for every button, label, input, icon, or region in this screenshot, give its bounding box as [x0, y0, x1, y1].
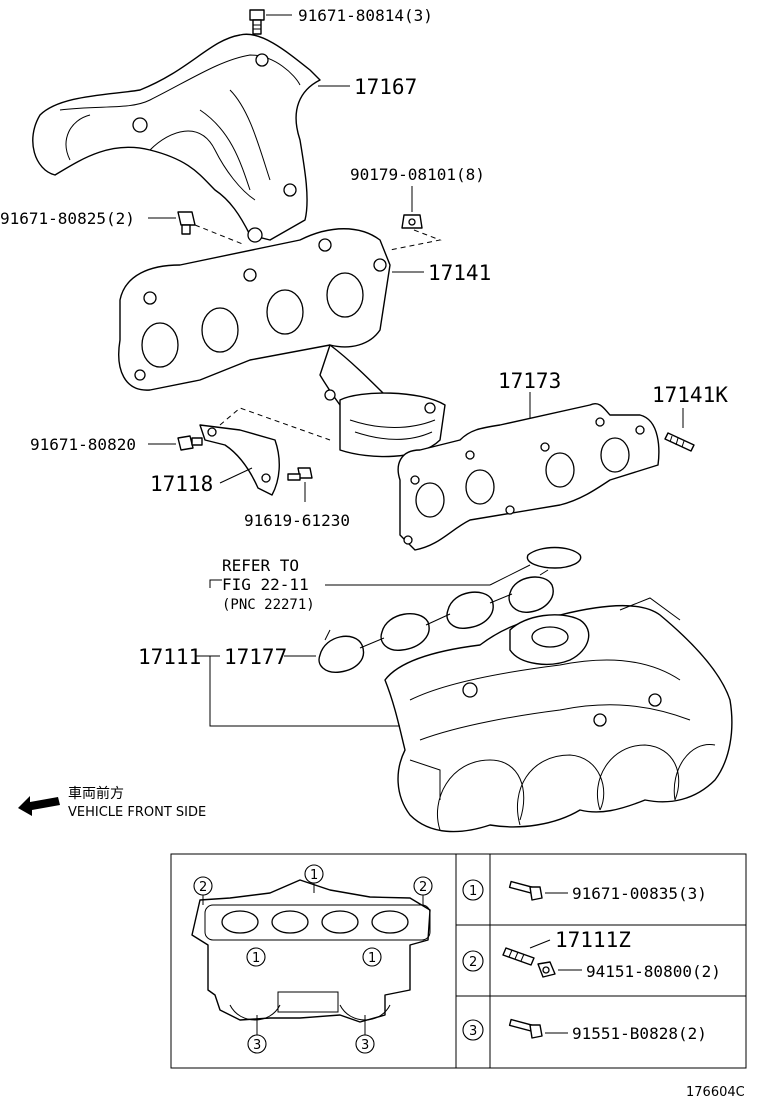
vehicle-front-en: VEHICLE FRONT SIDE	[68, 805, 206, 820]
svg-text:2: 2	[199, 880, 207, 895]
stud-17111z-icon	[502, 947, 535, 966]
svg-text:2: 2	[469, 955, 477, 970]
nut-90179-08101-icon	[401, 214, 423, 229]
legend-location-markers: 2 1 2 1 1 3 3	[193, 864, 433, 1054]
label-17111: 17111	[138, 645, 201, 669]
stud-17141k-icon	[664, 432, 695, 452]
legend-manifold-top-view	[191, 879, 431, 1023]
figure-id: 176604C	[686, 1085, 745, 1100]
label-90179-08101: 90179-08101(8)	[350, 165, 485, 184]
label-91671-00835: 91671-00835(3)	[572, 884, 707, 903]
bolt-91671-80820-icon	[177, 435, 203, 451]
label-17118: 17118	[150, 472, 213, 496]
label-91671-80825: 91671-80825(2)	[0, 209, 135, 228]
label-17177: 17177	[224, 645, 287, 669]
fig-reference: FIG 22-11	[222, 575, 309, 594]
svg-text:1: 1	[310, 868, 318, 883]
svg-text:2: 2	[419, 880, 427, 895]
label-17173: 17173	[498, 369, 561, 393]
intake-gaskets-17177	[318, 569, 554, 673]
throttle-body-gasket	[526, 546, 582, 569]
bolt-91619-61230-icon	[287, 467, 313, 481]
pnc-reference: (PNC 22271)	[222, 597, 315, 613]
label-17141k: 17141K	[652, 383, 728, 407]
intake-manifold-17111	[384, 597, 733, 833]
label-91671-80814: 91671-80814(3)	[298, 6, 433, 25]
svg-text:3: 3	[469, 1024, 477, 1039]
bolt-91671-00835-icon	[508, 880, 543, 901]
label-91671-80820: 91671-80820	[30, 435, 136, 454]
label-17141: 17141	[428, 261, 491, 285]
nut-94151-80800-icon	[537, 961, 556, 978]
legend-row-numbers: 1 2 3	[462, 879, 484, 1041]
bolt-91671-80814-icon	[249, 9, 265, 35]
exhaust-gasket-17173	[397, 403, 660, 551]
exhaust-manifold-17141	[118, 228, 446, 458]
manifold-stay-17118	[199, 424, 280, 496]
label-94151-80800: 94151-80800(2)	[586, 962, 721, 981]
svg-text:1: 1	[252, 951, 260, 966]
label-17167: 17167	[354, 75, 417, 99]
label-91551-b0828: 91551-B0828(2)	[572, 1024, 707, 1043]
bolt-91671-80825-icon	[177, 211, 196, 235]
heat-insulator-17167	[32, 33, 321, 243]
vehicle-front-arrow-icon	[18, 796, 60, 816]
svg-text:3: 3	[361, 1038, 369, 1053]
label-91619-61230: 91619-61230	[244, 511, 350, 530]
bolt-91551-b0828-icon	[508, 1018, 543, 1039]
vehicle-front-jp: 車両前方	[68, 785, 124, 802]
fastener-legend-table	[170, 853, 747, 1069]
svg-text:3: 3	[253, 1038, 261, 1053]
svg-text:1: 1	[469, 884, 477, 899]
label-17111z: 17111Z	[555, 928, 631, 952]
svg-text:1: 1	[368, 951, 376, 966]
refer-to-text: REFER TO	[222, 556, 299, 575]
